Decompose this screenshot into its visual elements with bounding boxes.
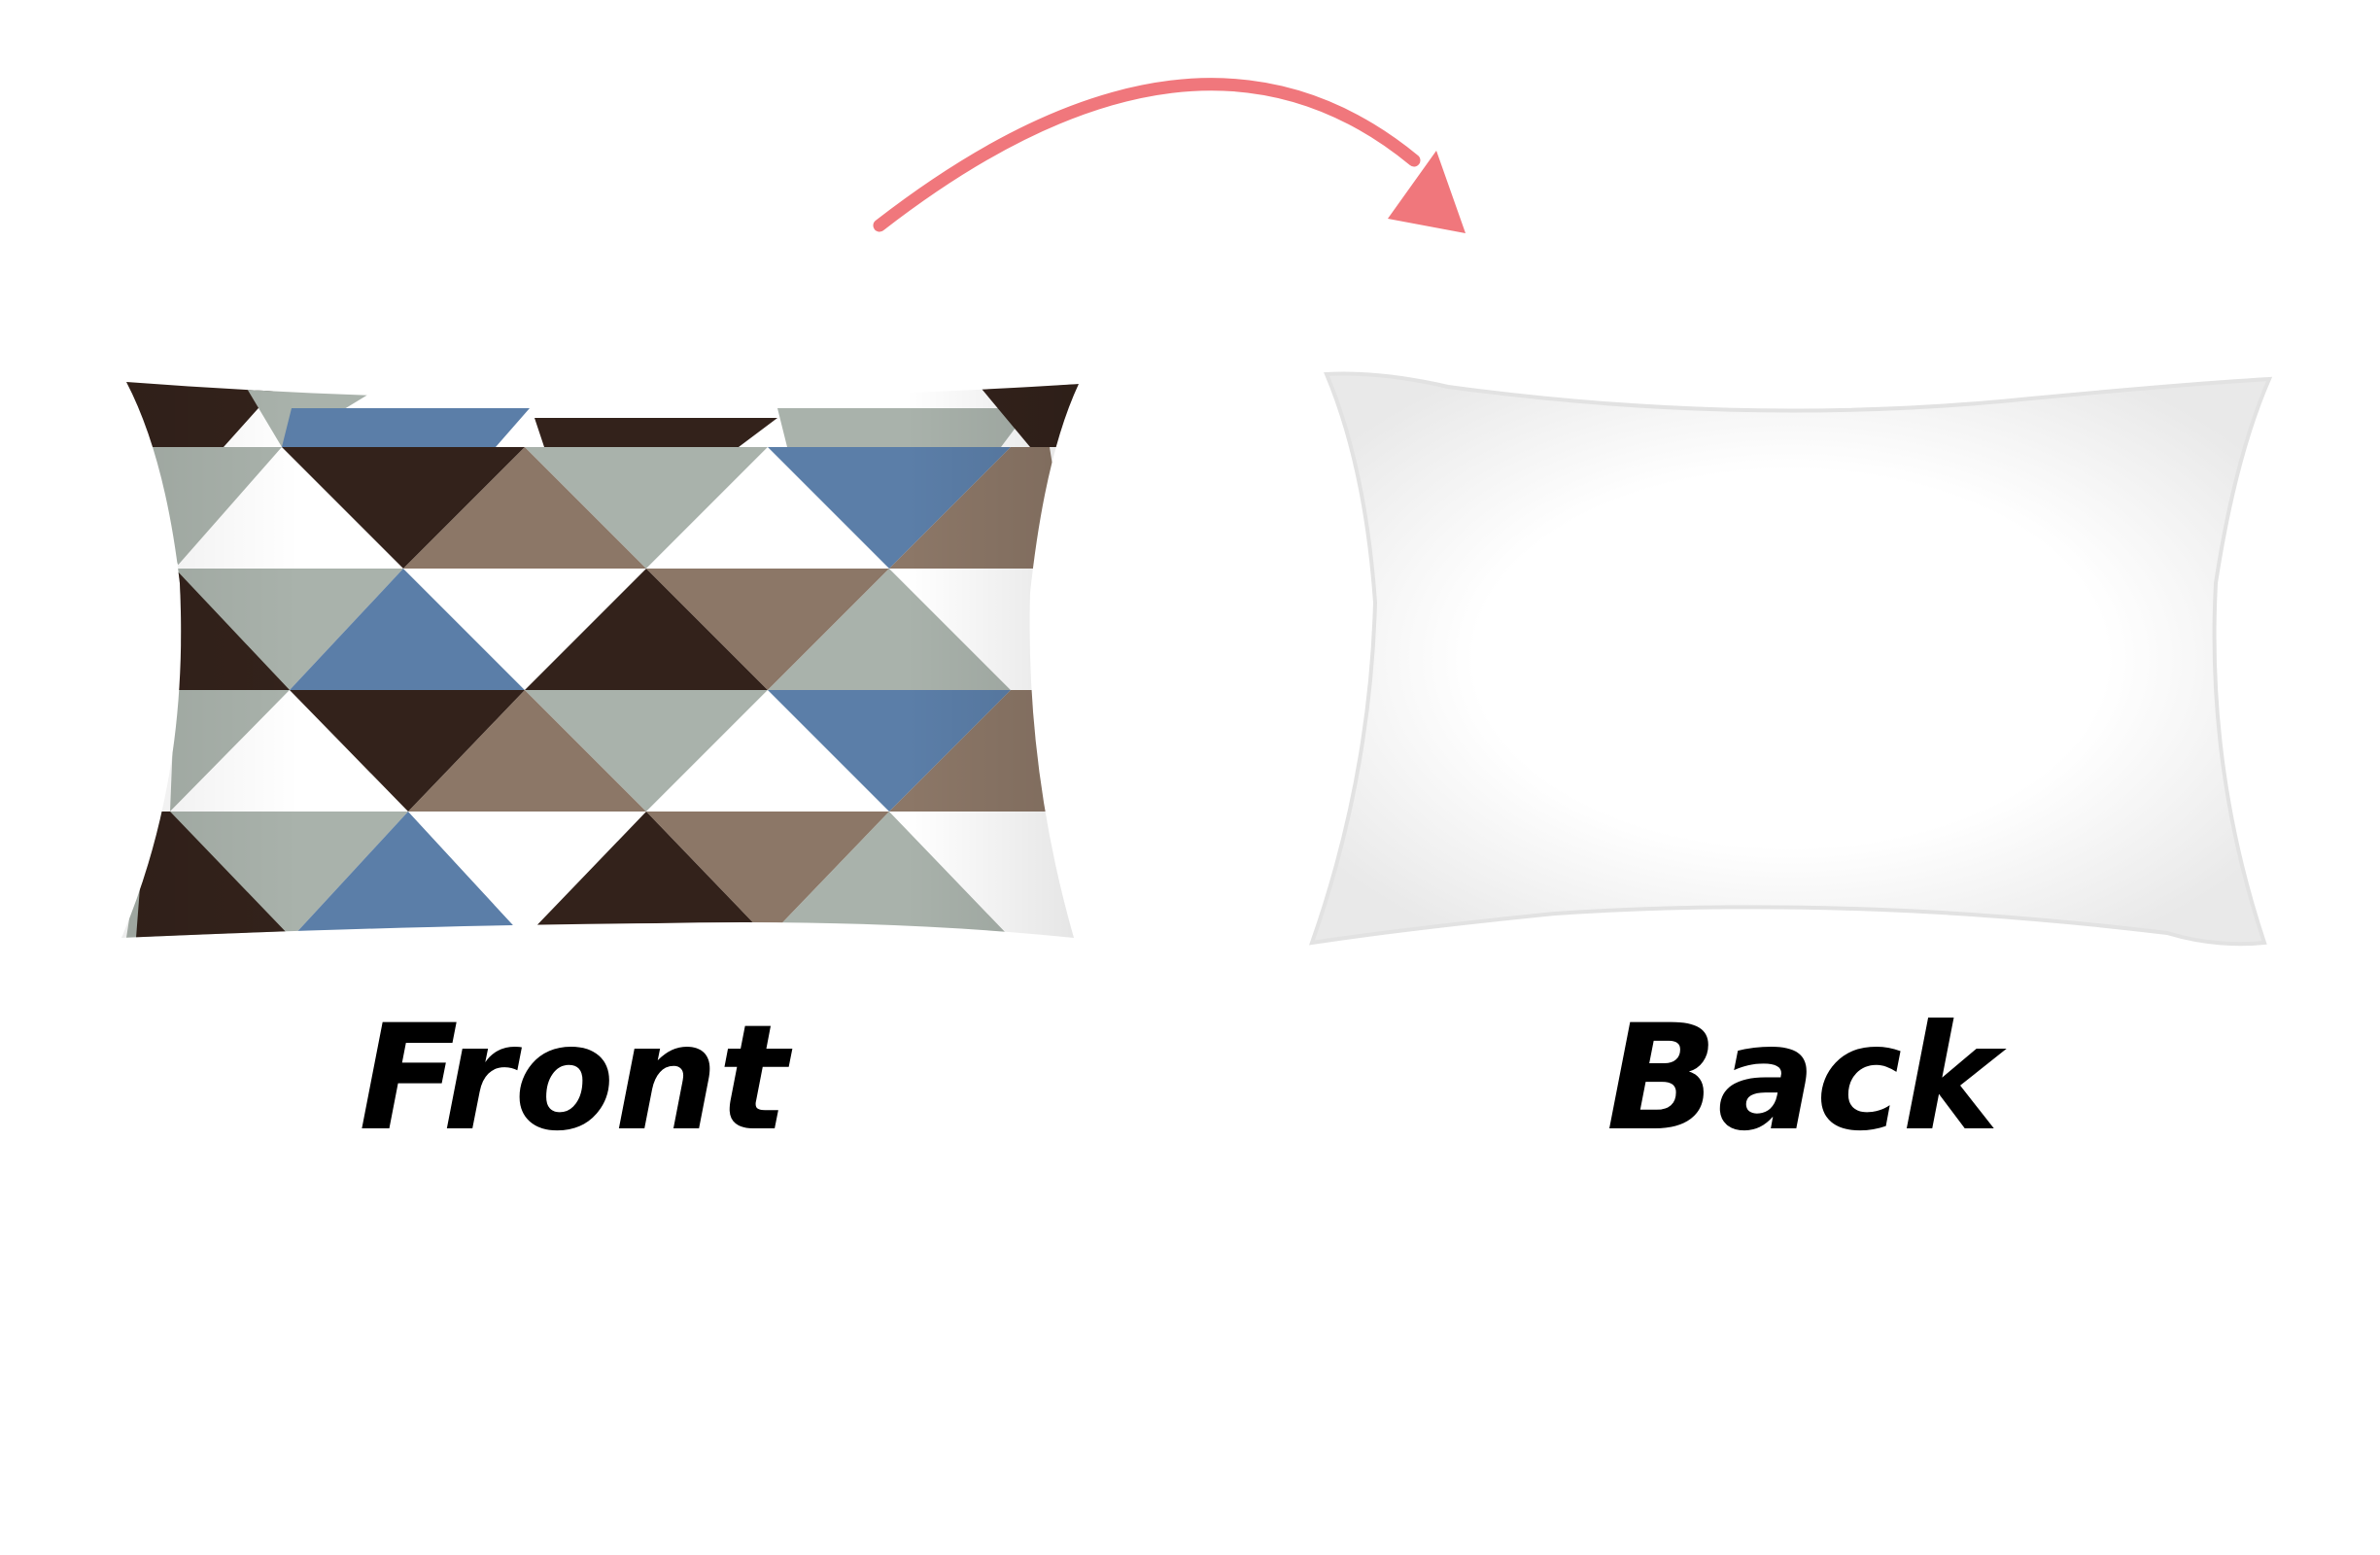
front-label: Front [359,994,788,1163]
back-pillow [1309,371,2273,947]
front-pillow [121,382,1079,938]
curved-arrow-icon [873,78,1466,233]
back-label: Back [1605,994,2000,1163]
